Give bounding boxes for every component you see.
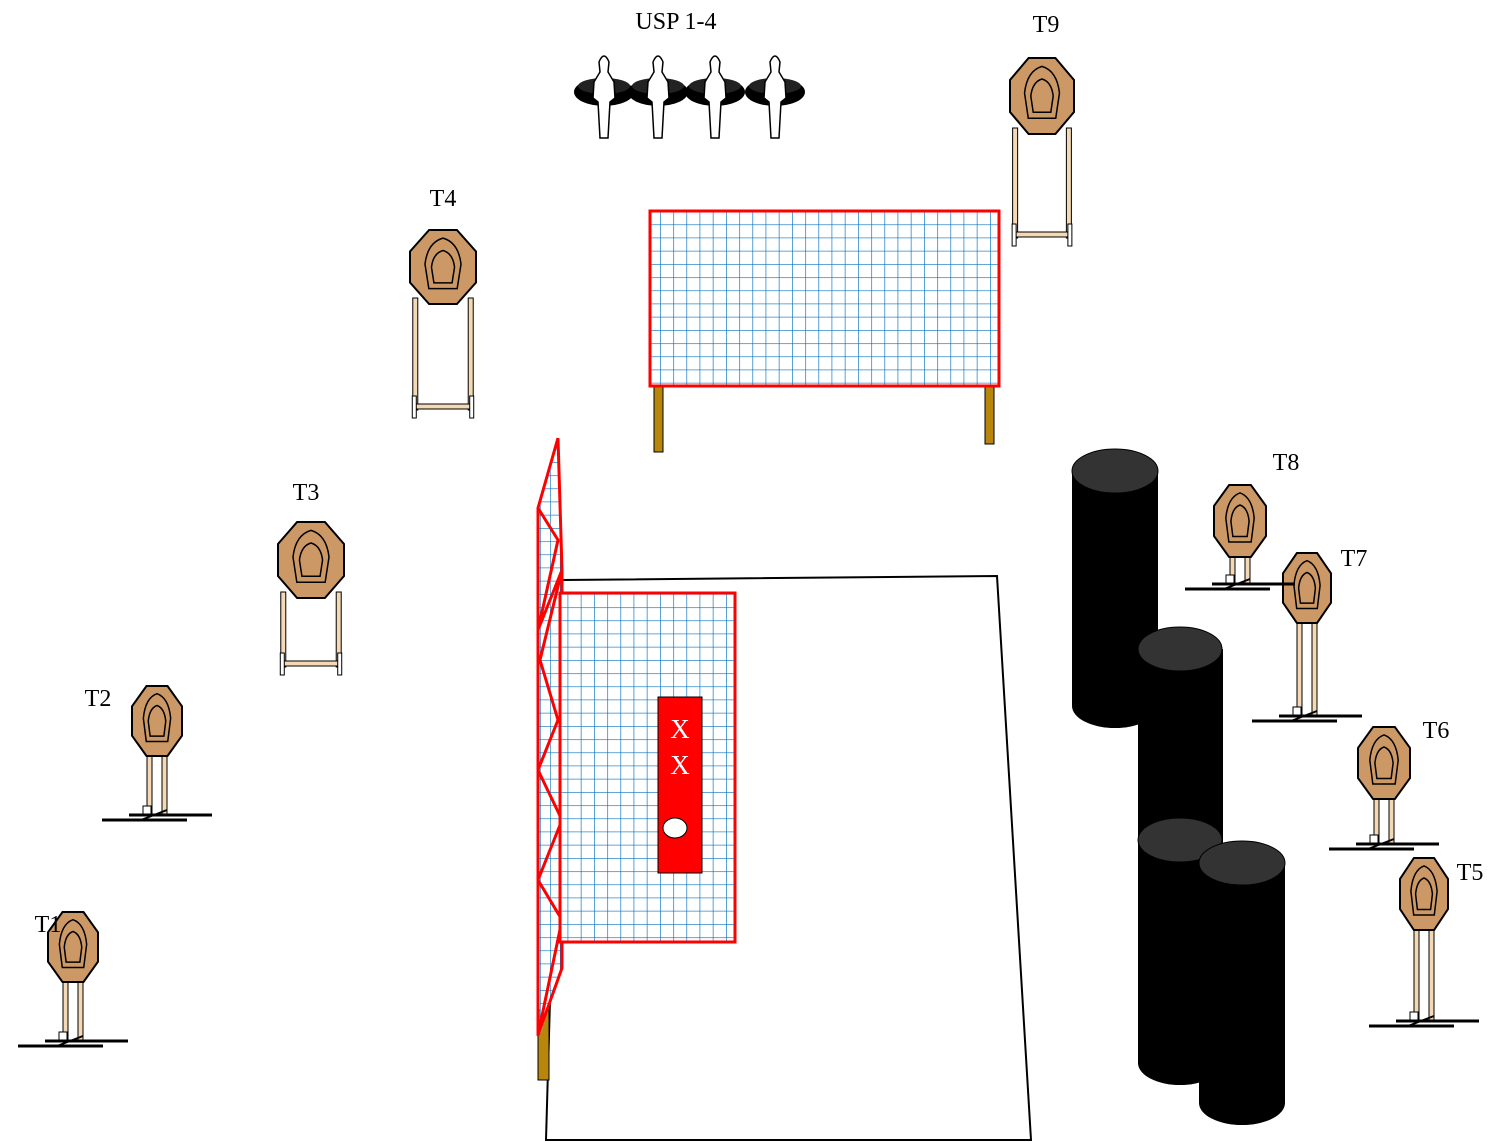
target-t5: T5 <box>1369 857 1484 1028</box>
shooting-box-mark-2: X <box>670 750 690 780</box>
barrels <box>1071 448 1286 1125</box>
target-label-t3: T3 <box>293 480 320 506</box>
shooting-box-rect <box>657 696 703 874</box>
front-barrier-mesh <box>558 591 737 944</box>
popper-4 <box>745 55 805 139</box>
target-t9: T9 <box>1009 12 1075 247</box>
target-label-t8: T8 <box>1273 450 1300 476</box>
target-label-t5: T5 <box>1457 860 1484 886</box>
target-t6: T6 <box>1329 718 1450 851</box>
target-label-t2: T2 <box>85 686 112 712</box>
barrier-post-left <box>653 385 664 453</box>
target-t3: T3 <box>277 480 345 676</box>
target-label-t7: T7 <box>1341 546 1368 572</box>
popper-3 <box>685 55 745 139</box>
target-t4: T4 <box>409 186 477 419</box>
popper-1 <box>574 55 634 139</box>
target-t1: T1 <box>18 911 128 1048</box>
top-barrier <box>648 209 1001 453</box>
target-label-t1: T1 <box>35 912 62 938</box>
target-label-t9: T9 <box>1033 12 1060 38</box>
shooting-box-mark-1: X <box>670 714 690 744</box>
barrier-post-right <box>984 385 995 445</box>
target-label-t6: T6 <box>1423 718 1450 744</box>
poppers-label: USP 1-4 <box>635 9 716 35</box>
poppers-group <box>574 55 805 139</box>
target-t7: T7 <box>1252 546 1368 723</box>
target-label-t4: T4 <box>430 186 457 212</box>
barrier-mesh <box>648 209 1001 388</box>
target-t8: T8 <box>1185 450 1300 591</box>
side-barrier <box>536 437 564 1081</box>
shooting-box: X X <box>657 696 703 874</box>
target-t2: T2 <box>85 685 212 822</box>
shooting-box-circle <box>662 817 688 839</box>
front-barrier <box>558 591 737 944</box>
barrel-4 <box>1198 840 1286 1125</box>
popper-2 <box>628 55 688 139</box>
